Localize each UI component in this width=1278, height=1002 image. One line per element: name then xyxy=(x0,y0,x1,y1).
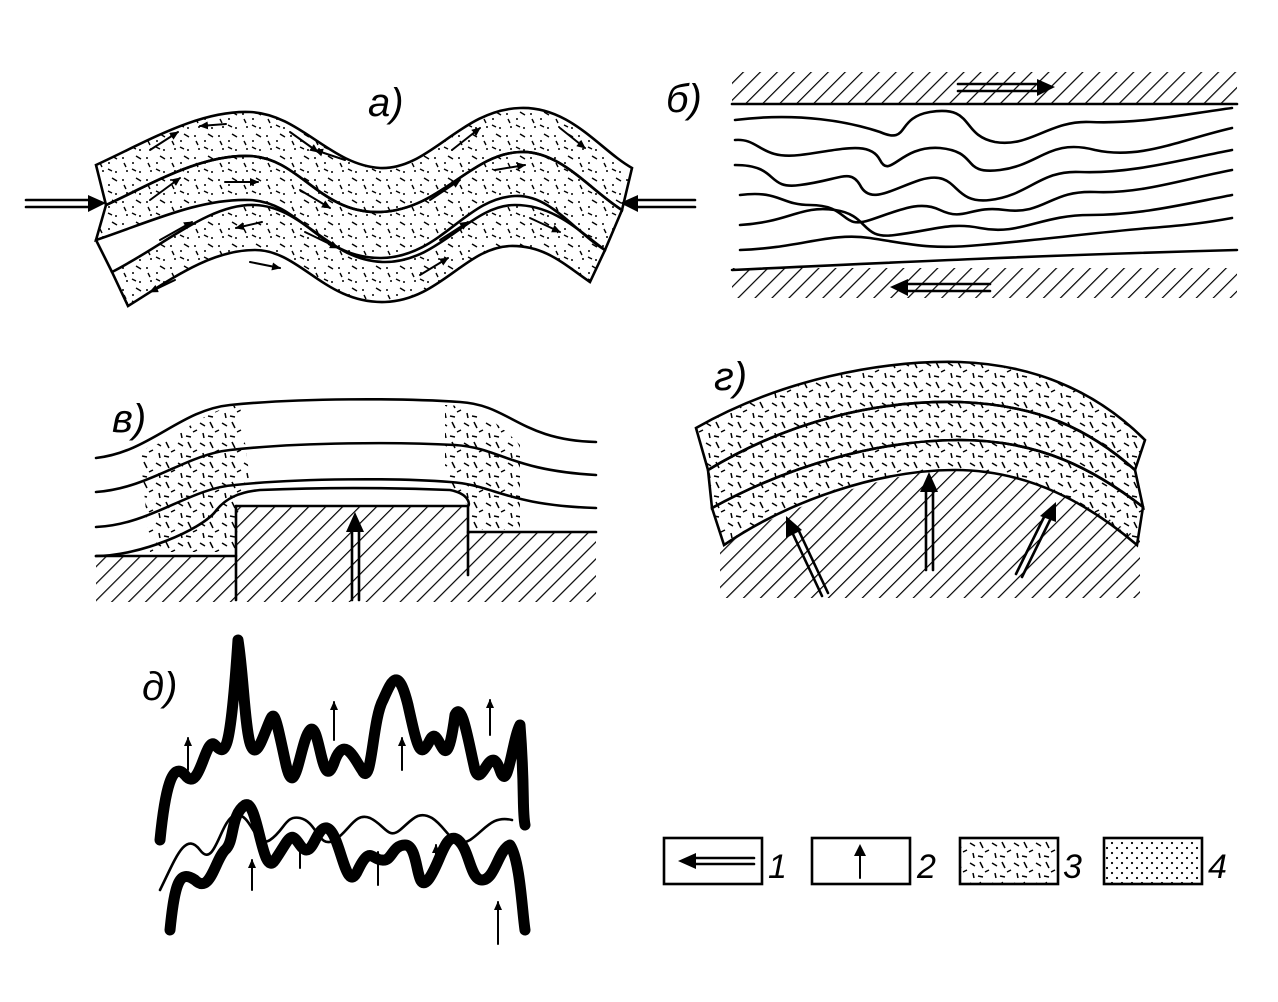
panel-b-shear-fold: б) xyxy=(666,72,1239,298)
legend-item-3: 3 xyxy=(958,836,1082,886)
panel-g-dome-fold: г) xyxy=(694,355,1147,598)
panel-a-compression-arrow-right xyxy=(620,195,697,212)
panel-g-uplift-arrow-right xyxy=(1014,502,1056,579)
panel-d-up-arrows xyxy=(184,699,502,945)
panel-b-label: б) xyxy=(666,77,702,121)
legend-item-4: 4 xyxy=(1102,836,1227,886)
panel-d-diapir-fold: д) xyxy=(142,634,531,945)
panel-g-uplift-arrow-left xyxy=(786,516,830,598)
panel-g-layer-bottom xyxy=(710,438,1145,548)
panel-b-upper-block xyxy=(732,72,1237,104)
panel-b-shear-arrow-top xyxy=(956,79,1055,96)
panel-a-compression-arrow-left xyxy=(24,195,106,212)
panel-v-basement xyxy=(96,506,596,602)
panel-a-label: а) xyxy=(368,81,404,125)
panel-d-lower-band xyxy=(164,799,531,936)
panel-a-flow-arrows xyxy=(149,121,586,293)
panel-a-left-edge xyxy=(94,238,114,274)
panel-v-left-flank xyxy=(140,405,250,552)
panel-b-folded-layers xyxy=(733,106,1234,252)
legend-number-1: 1 xyxy=(768,848,787,886)
legend-number-2: 2 xyxy=(916,848,936,886)
legend: 1 2 3 4 xyxy=(662,836,1227,886)
double-arrow-icon xyxy=(678,853,756,869)
panel-d-label: д) xyxy=(142,665,177,709)
panel-g-label: г) xyxy=(714,355,747,399)
panel-g-uplift-arrow-center xyxy=(920,472,938,572)
panel-b-shear-arrow-bottom xyxy=(890,279,992,296)
panel-a-layer-middle xyxy=(94,150,624,260)
single-arrow-icon xyxy=(854,844,866,879)
legend-number-4: 4 xyxy=(1208,848,1227,886)
panel-v-uplift-arrow xyxy=(346,512,364,602)
legend-item-2: 2 xyxy=(810,836,936,886)
panel-a-layer-bottom xyxy=(110,203,607,308)
panel-g-basement xyxy=(720,470,1140,598)
panel-v-label: в) xyxy=(112,397,146,441)
panel-d-upper-band xyxy=(154,634,531,846)
dash-hatch-pattern xyxy=(958,836,1060,886)
dot-stipple-pattern xyxy=(1102,836,1204,886)
legend-number-3: 3 xyxy=(1063,848,1082,886)
panel-a-buckling-fold: а) xyxy=(24,81,697,308)
panel-v-block-uplift-fold: в) xyxy=(94,397,598,602)
legend-item-1: 1 xyxy=(662,836,787,886)
panel-v-right-flank xyxy=(445,405,520,530)
